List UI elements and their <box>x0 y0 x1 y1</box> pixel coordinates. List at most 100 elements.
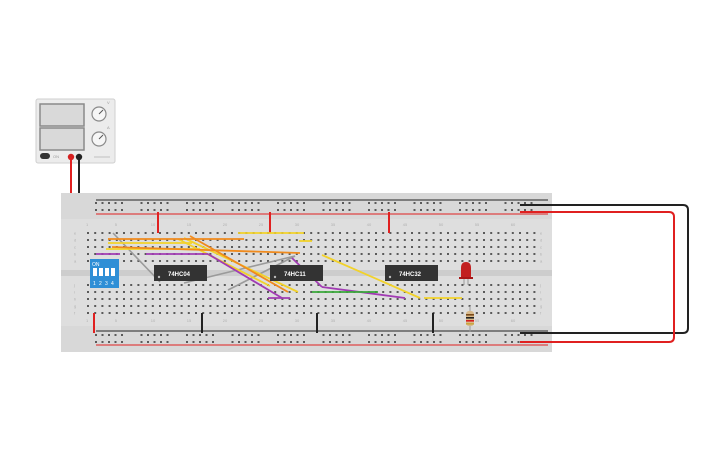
breadboard-hole[interactable] <box>504 298 507 300</box>
breadboard-hole[interactable] <box>485 209 487 211</box>
breadboard-hole[interactable] <box>244 209 247 211</box>
breadboard-hole[interactable] <box>447 298 449 300</box>
breadboard-hole[interactable] <box>353 232 356 234</box>
breadboard-hole[interactable] <box>526 239 529 241</box>
breadboard-hole[interactable] <box>381 209 383 211</box>
breadboard-hole[interactable] <box>447 246 449 248</box>
breadboard-hole[interactable] <box>108 341 110 343</box>
breadboard-hole[interactable] <box>212 341 214 343</box>
breadboard-hole[interactable] <box>130 260 133 262</box>
breadboard-hole[interactable] <box>411 298 413 300</box>
breadboard-hole[interactable] <box>519 232 521 234</box>
breadboard-hole[interactable] <box>140 202 143 204</box>
breadboard-hole[interactable] <box>454 312 457 314</box>
breadboard-hole[interactable] <box>87 232 89 234</box>
breadboard-hole[interactable] <box>166 334 169 336</box>
breadboard-hole[interactable] <box>353 260 356 262</box>
breadboard-hole[interactable] <box>461 298 464 300</box>
breadboard-hole[interactable] <box>192 341 195 343</box>
breadboard-hole[interactable] <box>180 291 183 293</box>
breadboard-hole[interactable] <box>475 232 478 234</box>
breadboard-hole[interactable] <box>511 246 514 248</box>
breadboard-hole[interactable] <box>403 260 406 262</box>
breadboard-hole[interactable] <box>251 334 253 336</box>
breadboard-hole[interactable] <box>519 312 521 314</box>
breadboard-hole[interactable] <box>533 298 536 300</box>
breadboard-hole[interactable] <box>526 298 529 300</box>
breadboard-hole[interactable] <box>475 253 478 255</box>
breadboard-hole[interactable] <box>303 284 305 286</box>
breadboard-hole[interactable] <box>94 291 97 293</box>
breadboard-hole[interactable] <box>485 334 487 336</box>
breadboard-hole[interactable] <box>490 260 493 262</box>
breadboard-hole[interactable] <box>418 253 421 255</box>
breadboard-hole[interactable] <box>231 253 233 255</box>
breadboard-hole[interactable] <box>87 246 89 248</box>
breadboard-hole[interactable] <box>317 232 320 234</box>
breadboard-hole[interactable] <box>389 305 392 307</box>
breadboard-hole[interactable] <box>140 334 143 336</box>
breadboard-hole[interactable] <box>209 260 212 262</box>
breadboard-hole[interactable] <box>216 298 219 300</box>
breadboard-hole[interactable] <box>267 246 269 248</box>
breadboard-hole[interactable] <box>468 298 471 300</box>
breadboard-hole[interactable] <box>205 202 208 204</box>
breadboard-hole[interactable] <box>413 209 416 211</box>
breadboard-hole[interactable] <box>461 260 464 262</box>
breadboard-hole[interactable] <box>497 284 500 286</box>
breadboard-hole[interactable] <box>504 253 507 255</box>
breadboard-hole[interactable] <box>533 284 536 286</box>
breadboard-hole[interactable] <box>180 260 183 262</box>
breadboard-hole[interactable] <box>519 284 521 286</box>
breadboard-hole[interactable] <box>374 202 377 204</box>
breadboard-hole[interactable] <box>433 202 435 204</box>
breadboard-hole[interactable] <box>94 312 97 314</box>
breadboard-hole[interactable] <box>331 298 334 300</box>
breadboard-hole[interactable] <box>335 334 338 336</box>
breadboard-hole[interactable] <box>418 291 421 293</box>
breadboard-hole[interactable] <box>144 298 147 300</box>
breadboard-hole[interactable] <box>238 202 240 204</box>
breadboard-hole[interactable] <box>101 341 104 343</box>
breadboard-hole[interactable] <box>186 334 188 336</box>
breadboard-hole[interactable] <box>375 260 377 262</box>
breadboard-hole[interactable] <box>281 305 284 307</box>
dip-toggle-4[interactable] <box>111 268 115 276</box>
breadboard-hole[interactable] <box>259 312 262 314</box>
breadboard-hole[interactable] <box>202 284 205 286</box>
breadboard-hole[interactable] <box>223 246 226 248</box>
breadboard-hole[interactable] <box>151 239 154 241</box>
breadboard-hole[interactable] <box>524 334 526 336</box>
breadboard-hole[interactable] <box>288 312 291 314</box>
breadboard-hole[interactable] <box>101 209 104 211</box>
breadboard-hole[interactable] <box>461 312 464 314</box>
breadboard-hole[interactable] <box>468 246 471 248</box>
breadboard-hole[interactable] <box>533 239 536 241</box>
breadboard-hole[interactable] <box>426 341 429 343</box>
breadboard-hole[interactable] <box>238 246 241 248</box>
breadboard-hole[interactable] <box>310 312 313 314</box>
breadboard-hole[interactable] <box>245 246 248 248</box>
breadboard-hole[interactable] <box>205 334 208 336</box>
breadboard-hole[interactable] <box>195 284 197 286</box>
breadboard-hole[interactable] <box>151 312 154 314</box>
breadboard-hole[interactable] <box>95 334 97 336</box>
power-supply[interactable]: V A ON <box>35 98 116 164</box>
breadboard-hole[interactable] <box>87 312 89 314</box>
breadboard-hole[interactable] <box>360 305 363 307</box>
breadboard-hole[interactable] <box>281 246 284 248</box>
breadboard-hole[interactable] <box>310 284 313 286</box>
breadboard-hole[interactable] <box>374 334 377 336</box>
breadboard-hole[interactable] <box>396 298 399 300</box>
breadboard-hole[interactable] <box>166 239 169 241</box>
breadboard-hole[interactable] <box>367 298 370 300</box>
wire-purple[interactable] <box>207 253 283 299</box>
breadboard-hole[interactable] <box>483 260 485 262</box>
breadboard-hole[interactable] <box>257 334 260 336</box>
breadboard-hole[interactable] <box>324 305 327 307</box>
breadboard-hole[interactable] <box>533 312 536 314</box>
breadboard-hole[interactable] <box>497 246 500 248</box>
breadboard-hole[interactable] <box>454 284 457 286</box>
breadboard-hole[interactable] <box>209 239 212 241</box>
